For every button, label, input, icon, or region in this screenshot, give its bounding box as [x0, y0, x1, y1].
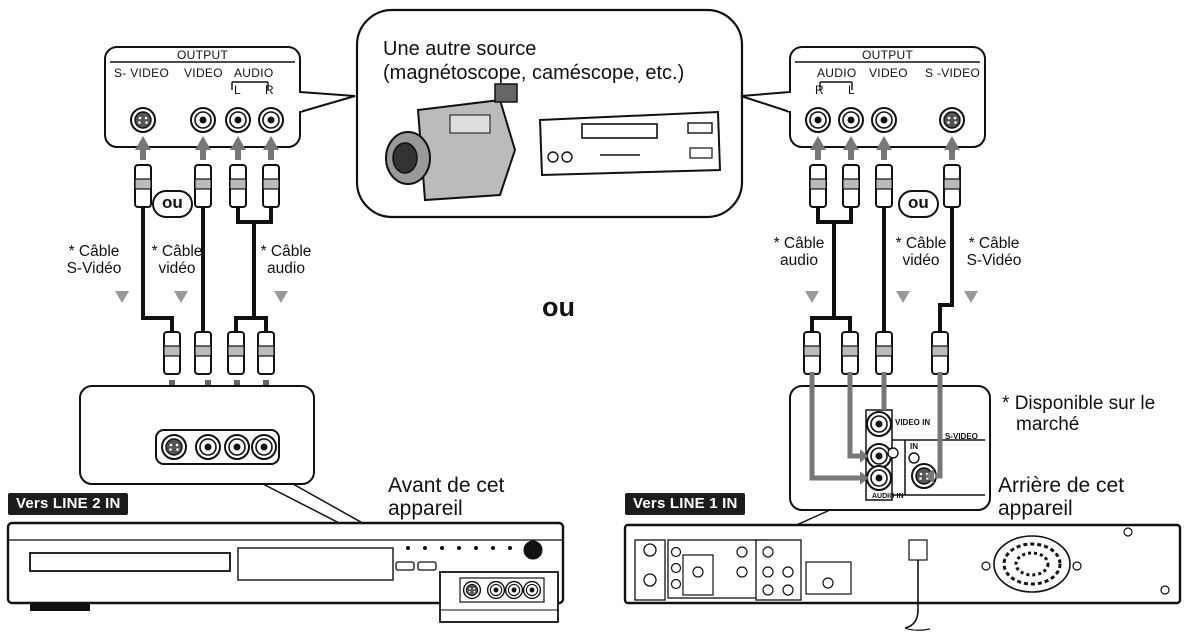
front-caption-line2: appareil: [388, 497, 463, 520]
right-audio-l-label: L: [848, 83, 855, 97]
left-ou-label: ou: [152, 190, 193, 218]
panel-label-audio-in: AUDIO IN: [872, 493, 904, 500]
source-subtitle: (magnétoscope, caméscope, etc.): [383, 62, 685, 84]
center-ou-label: ou: [542, 292, 575, 322]
right-output-box: [740, 46, 986, 148]
right-input-panel: [639, 372, 991, 596]
vcr: [538, 110, 722, 177]
note-star: *: [1002, 393, 1010, 414]
right-jack-label-audio: AUDIO: [817, 66, 857, 80]
right-ou-label: ou: [898, 190, 939, 218]
cable-word: Câble: [161, 243, 203, 260]
availability-note: * Disponible sur le marché: [1002, 393, 1155, 436]
left-audio-r-label: R: [265, 83, 274, 97]
left-jack-label-audio: AUDIO: [234, 66, 274, 80]
cable-star: *: [773, 235, 780, 252]
cable-star: *: [151, 243, 158, 260]
right-cable-audio-label: * Câble audio: [765, 235, 833, 270]
cable-type: audio: [267, 260, 305, 278]
source-bubble: [355, 8, 744, 219]
cable-word: Câble: [905, 235, 947, 252]
left-jack-label-svideo: S- VIDEO: [114, 66, 170, 80]
front-caption-line1: Avant de cet: [388, 474, 505, 497]
cable-word: Câble: [78, 243, 120, 260]
cable-star: *: [968, 235, 975, 252]
left-jack-label-video: VIDEO: [184, 66, 223, 80]
front-of-recorder: [6, 521, 565, 623]
note-line1: Disponible sur le: [1014, 393, 1156, 414]
rear-caption-line2: appareil: [998, 497, 1073, 520]
panel-label-in: IN: [910, 442, 918, 451]
rear-of-recorder: [623, 523, 1182, 631]
left-audio-l-label: L: [234, 83, 241, 97]
right-cable-video-label: * Câble vidéo: [890, 235, 952, 270]
right-destination-tag: Vers LINE 1 IN: [625, 493, 745, 515]
cable-star: *: [895, 235, 902, 252]
cable-star: *: [260, 243, 267, 260]
right-cable-svideo-label: * Câble S-Vidéo: [958, 235, 1030, 270]
left-output-box: [104, 46, 356, 148]
cable-type: S-Vidéo: [66, 260, 122, 278]
panel-label-s-video: S-VIDEO: [945, 432, 978, 441]
right-output-title: OUTPUT: [862, 48, 914, 62]
cable-type: audio: [780, 252, 818, 270]
cable-type: vidéo: [158, 260, 196, 278]
panel-label-video-in: VIDEO IN: [895, 418, 931, 427]
left-cable-video-label: * Câble vidéo: [146, 243, 208, 278]
left-output-title: OUTPUT: [177, 48, 229, 62]
cable-word: Câble: [978, 235, 1020, 252]
cable-type: vidéo: [902, 252, 940, 270]
left-destination-tag: Vers LINE 2 IN: [8, 493, 128, 515]
rear-caption-line1: Arrière de cet: [998, 474, 1125, 497]
cable-star: *: [68, 243, 75, 260]
right-jack-label-video: VIDEO: [869, 66, 908, 80]
note-line2: marché: [1016, 414, 1080, 436]
right-audio-r-label: R: [815, 83, 824, 97]
left-cable-svideo-label: * Câble S-Vidéo: [59, 243, 129, 278]
left-cable-audio-label: * Câble audio: [256, 243, 316, 278]
cable-type: S-Vidéo: [966, 252, 1022, 270]
camcorder: [385, 83, 518, 202]
cable-word: Câble: [270, 243, 312, 260]
right-jack-label-svideo: S -VIDEO: [925, 66, 981, 80]
source-title: Une autre source: [383, 38, 537, 60]
cable-word: Câble: [783, 235, 825, 252]
